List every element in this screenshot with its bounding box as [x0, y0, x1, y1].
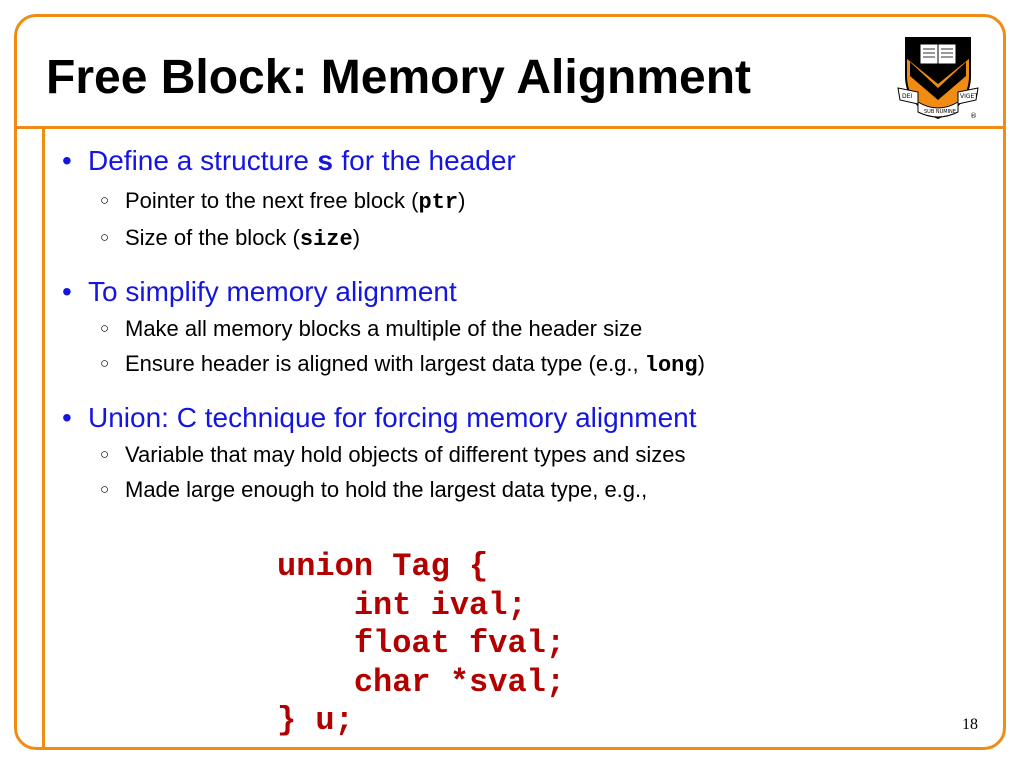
logo-motto-center: SUB NUMINE [924, 109, 956, 115]
sub-bullet-1-2: ○Size of the block (size) [100, 225, 361, 252]
inline-code: s [316, 148, 334, 179]
inline-code: long [644, 353, 698, 378]
bullet-1: •Define a structure s for the header [62, 145, 516, 179]
logo-motto-left: DEI [902, 93, 912, 100]
code-line: char *sval; [277, 663, 566, 701]
inline-code: size [299, 227, 353, 252]
code-line: int ival; [277, 586, 527, 624]
sub-bullet-1-1: ○Pointer to the next free block (ptr) [100, 188, 466, 215]
code-line: } u; [277, 702, 354, 739]
code-block: union Tag { int ival; float fval; char *… [277, 548, 565, 741]
princeton-shield-icon: DEI SUB NUMINE VIGET ® [897, 37, 979, 120]
bullet-3: •Union: C technique for forcing memory a… [62, 402, 697, 433]
code-line: float fval; [277, 625, 566, 662]
logo-motto-right: VIGET [960, 93, 978, 100]
sub-bullet-2-2: ○Ensure header is aligned with largest d… [100, 351, 705, 378]
logo-registered-mark: ® [970, 112, 977, 120]
slide-title: Free Block: Memory Alignment [46, 51, 752, 104]
left-accent-bar [42, 126, 45, 750]
page-number: 18 [962, 716, 978, 733]
slide-frame [14, 14, 1006, 750]
code-line: union Tag { [277, 548, 489, 585]
sub-bullet-3-2: ○Made large enough to hold the largest d… [100, 477, 648, 502]
bullet-2: •To simplify memory alignment [62, 276, 457, 307]
slide-content: •Define a structure s for the header ○Po… [62, 143, 982, 506]
inline-code: ptr [418, 190, 459, 215]
sub-bullet-3-1: ○Variable that may hold objects of diffe… [100, 442, 686, 467]
title-divider [14, 126, 1006, 129]
sub-bullet-2-1: ○Make all memory blocks a multiple of th… [100, 316, 643, 341]
